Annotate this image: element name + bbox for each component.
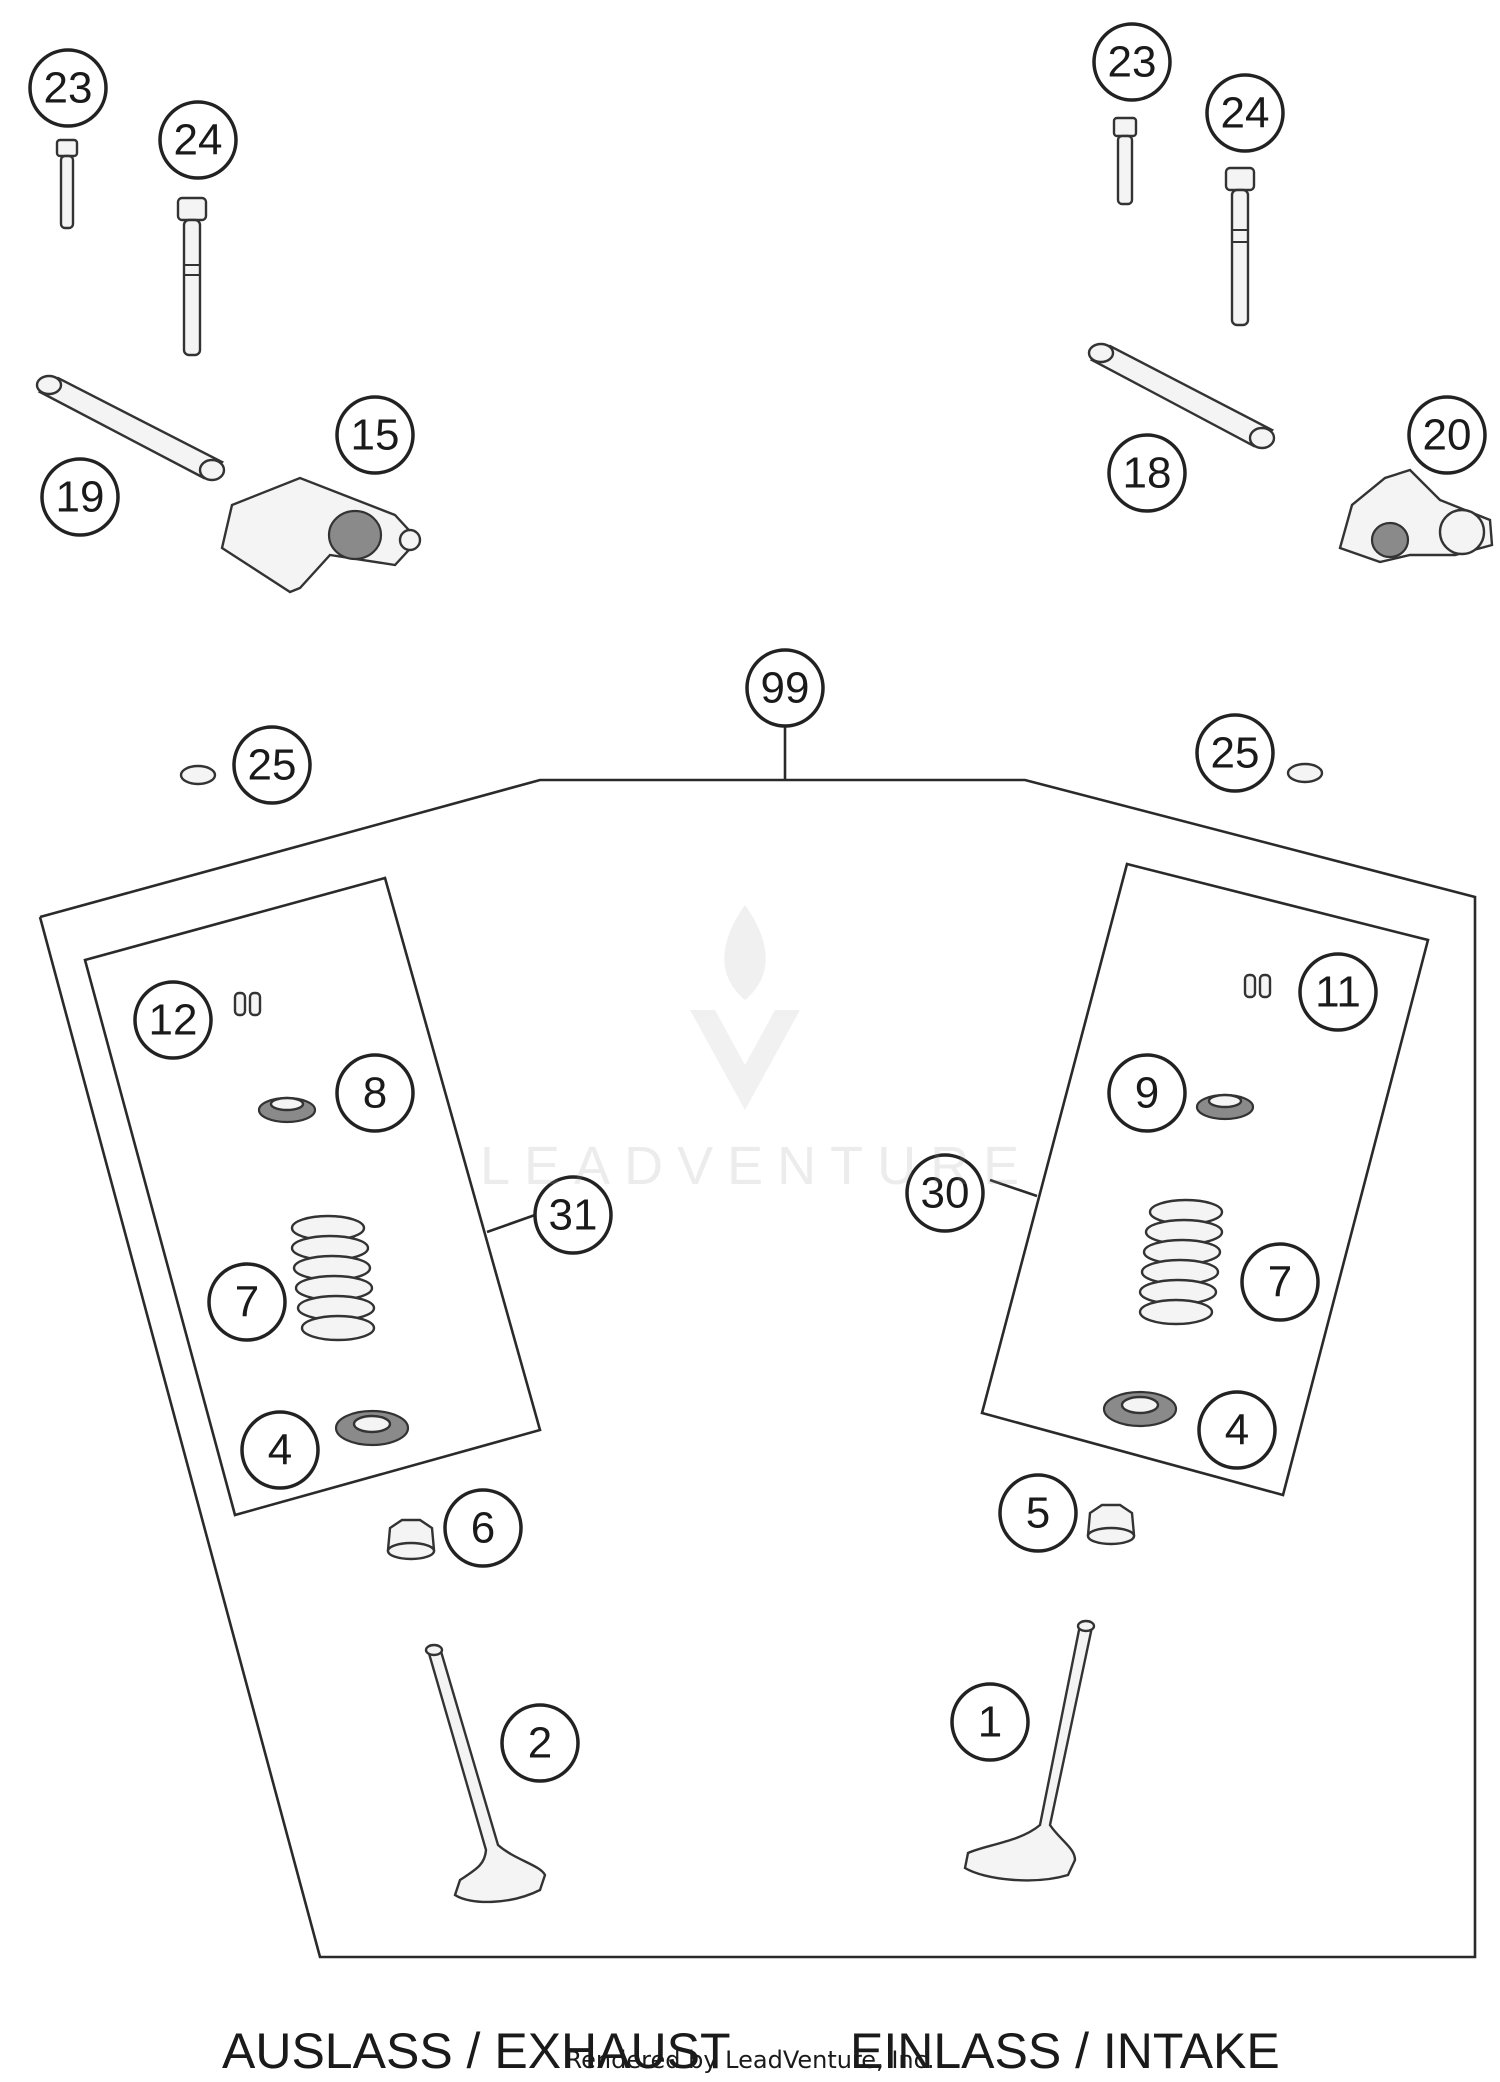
callout-25-right: 25 — [1195, 713, 1275, 793]
callout-30: 30 — [905, 1153, 985, 1233]
svg-text:24: 24 — [1221, 89, 1270, 138]
callout-11: 11 — [1298, 952, 1378, 1032]
svg-text:20: 20 — [1423, 411, 1472, 460]
screw-23-right — [1112, 116, 1138, 206]
svg-text:4: 4 — [268, 1426, 292, 1475]
svg-text:24: 24 — [174, 116, 223, 165]
svg-text:99: 99 — [761, 664, 810, 713]
valve-spring-7-left — [290, 1214, 376, 1342]
watermark-text: LEADVENTURE — [480, 1136, 1034, 1196]
spring-retainer-9 — [1195, 1093, 1255, 1121]
svg-text:25: 25 — [248, 741, 297, 790]
svg-text:25: 25 — [1211, 729, 1260, 778]
rocker-shaft-19 — [35, 374, 226, 482]
exhaust-valve-2 — [424, 1643, 547, 1904]
intake-label: EINLASS / INTAKE — [850, 2023, 1280, 2079]
callout-18: 18 — [1107, 433, 1187, 513]
kit-outline-99 — [38, 720, 1477, 1959]
callout-25-left: 25 — [232, 725, 312, 805]
rocker-arm-20 — [1338, 468, 1494, 564]
svg-text:7: 7 — [235, 1278, 259, 1327]
exhaust-subkit-box-31 — [83, 876, 542, 1517]
callout-19: 19 — [40, 457, 120, 537]
svg-text:23: 23 — [44, 64, 93, 113]
leadventure-watermark-logo — [690, 905, 800, 1110]
callout-31: 31 — [533, 1175, 613, 1255]
callout-99: 99 — [745, 648, 825, 728]
svg-text:12: 12 — [149, 996, 198, 1045]
callout-4-left: 4 — [240, 1410, 320, 1490]
svg-text:23: 23 — [1108, 38, 1157, 87]
valve-spring-7-right — [1138, 1198, 1224, 1326]
exhaust-label: AUSLASS / EXHAUST — [222, 2023, 731, 2079]
callout-6: 6 — [443, 1488, 523, 1568]
valve-stem-seal-5 — [1086, 1503, 1136, 1546]
valve-stem-seal-6 — [386, 1518, 436, 1561]
screw-24-right — [1224, 166, 1256, 327]
callout-7-left: 7 — [207, 1262, 287, 1342]
callout-24-left: 24 — [158, 100, 238, 180]
rocker-arm-15 — [220, 476, 422, 594]
callout-20: 20 — [1407, 395, 1487, 475]
intake-valve-1 — [963, 1619, 1096, 1882]
svg-text:4: 4 — [1225, 1406, 1249, 1455]
callout-4-right: 4 — [1197, 1390, 1277, 1470]
shim-25-left — [179, 764, 217, 786]
callout-23-right: 23 — [1092, 22, 1172, 102]
callout-15: 15 — [335, 395, 415, 475]
callout-23-left: 23 — [28, 48, 108, 128]
svg-text:8: 8 — [363, 1069, 387, 1118]
screw-24-left — [176, 196, 208, 357]
spring-seat-4-right — [1102, 1390, 1178, 1428]
callout-1: 1 — [950, 1682, 1030, 1762]
valve-keepers-11 — [1243, 973, 1272, 999]
callout-2: 2 — [500, 1703, 580, 1783]
intake-subkit-box-30 — [980, 862, 1430, 1497]
spring-retainer-8 — [257, 1096, 317, 1124]
callout-7-right: 7 — [1240, 1242, 1320, 1322]
callout-5: 5 — [998, 1473, 1078, 1553]
svg-text:7: 7 — [1268, 1258, 1292, 1307]
svg-text:15: 15 — [351, 411, 400, 460]
svg-text:9: 9 — [1135, 1069, 1159, 1118]
svg-text:19: 19 — [56, 473, 105, 522]
svg-text:5: 5 — [1026, 1489, 1050, 1538]
svg-text:2: 2 — [528, 1719, 552, 1768]
callout-8: 8 — [335, 1053, 415, 1133]
spring-seat-4-left — [334, 1409, 410, 1447]
svg-text:11: 11 — [1315, 968, 1361, 1017]
callout-12: 12 — [133, 980, 213, 1060]
callout-24-right: 24 — [1205, 73, 1285, 153]
valve-keepers-12 — [233, 991, 262, 1017]
shim-25-right — [1286, 762, 1324, 784]
svg-text:6: 6 — [471, 1504, 495, 1553]
svg-text:1: 1 — [978, 1698, 1002, 1747]
screw-23-left — [55, 138, 79, 230]
rocker-shaft-18 — [1087, 342, 1276, 450]
svg-text:30: 30 — [921, 1169, 970, 1218]
render-credit: Rendered by LeadVenture, Inc. — [565, 2046, 935, 2074]
svg-text:18: 18 — [1123, 449, 1172, 498]
callout-9: 9 — [1107, 1053, 1187, 1133]
svg-text:31: 31 — [549, 1191, 598, 1240]
